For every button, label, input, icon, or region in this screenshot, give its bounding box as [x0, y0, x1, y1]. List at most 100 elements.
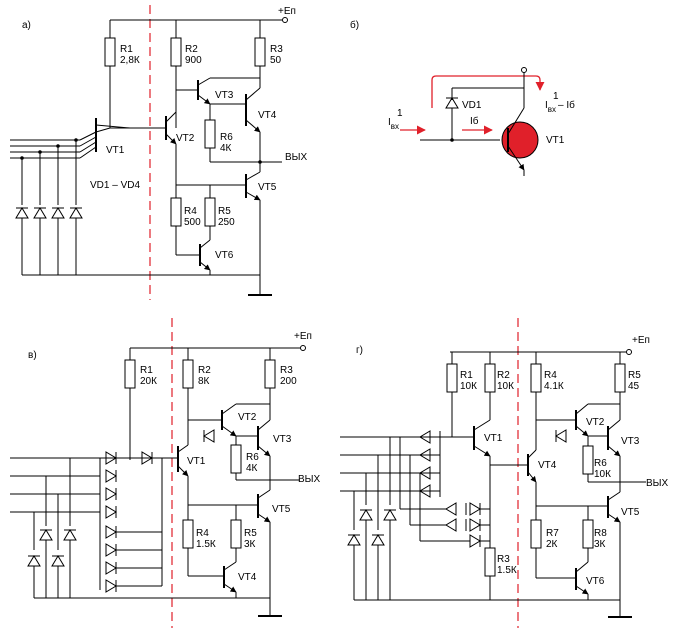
- vt1-transistor: [501, 121, 539, 159]
- vt4-label: VT4: [258, 110, 277, 121]
- r6-value: 4К: [246, 463, 258, 474]
- input-diode-network: [340, 430, 491, 600]
- current-out-label: Iвх– Iб: [545, 99, 575, 114]
- vt6-label: VT6: [586, 576, 605, 587]
- resistor-r3: [254, 37, 266, 67]
- panel-c-label: в): [28, 350, 37, 361]
- r2-name: R2: [497, 370, 510, 381]
- panel-d-label: г): [356, 345, 363, 356]
- resistor-r5: [230, 519, 242, 549]
- panel-a: а) +Еп R1 2,8К R2 900 R3 50: [10, 5, 308, 300]
- vt2-label: VT2: [586, 417, 605, 428]
- series-diode: [141, 451, 153, 465]
- vt5-label: VT5: [621, 507, 640, 518]
- resistor-r8: [582, 519, 594, 549]
- r4-name: R4: [184, 206, 197, 217]
- vt3-label: VT3: [273, 434, 292, 445]
- r5-value: 3К: [244, 539, 256, 550]
- vt5-label: VT5: [272, 504, 291, 515]
- r6-name: R6: [594, 458, 607, 469]
- vt1-label-b: VT1: [546, 135, 565, 146]
- r7-value: 2К: [546, 539, 558, 550]
- resistor-r6: [582, 445, 594, 475]
- r5-name: R5: [218, 206, 231, 217]
- schottky-diode: [203, 429, 215, 443]
- panel-c: в) +Еп R1 20К R2 8К R3 200: [10, 318, 321, 628]
- r2-value: 10К: [497, 381, 514, 392]
- r5-value: 45: [628, 381, 640, 392]
- resistor-r6: [204, 119, 216, 149]
- vt6-label: VT6: [215, 250, 234, 261]
- resistor-r4: [182, 519, 194, 549]
- resistor-r2: [170, 37, 182, 67]
- resistor-r1: [124, 359, 136, 389]
- vt4-label: VT4: [238, 572, 257, 583]
- r5-name: R5: [244, 528, 257, 539]
- resistor-r7: [530, 519, 542, 549]
- diodes-label: VD1 – VD4: [90, 180, 140, 191]
- r3-value: 50: [270, 55, 282, 66]
- vt1-label: VT1: [187, 456, 206, 467]
- diode-array: [15, 138, 83, 275]
- r1-name: R1: [120, 44, 133, 55]
- resistor-r1: [104, 37, 116, 67]
- output-label: ВЫХ: [298, 474, 321, 485]
- r3-name: R3: [270, 44, 283, 55]
- current-in-sup: 1: [397, 108, 403, 119]
- vt2-label: VT2: [176, 133, 195, 144]
- vt4-label: VT4: [538, 460, 557, 471]
- resistor-r6: [230, 444, 242, 474]
- r4-name: R4: [544, 370, 557, 381]
- r4-value: 1.5К: [196, 539, 216, 550]
- r4-name: R4: [196, 528, 209, 539]
- panel-b: б) VD1 Iвх 1 Iб VT1 Iвх– Iб 1: [350, 19, 575, 176]
- supply-label: +Еп: [294, 331, 312, 342]
- r6-value: 10К: [594, 469, 611, 480]
- current-out-sup: 1: [553, 91, 559, 102]
- r3-value: 200: [280, 376, 297, 387]
- supply-terminal: [282, 17, 288, 23]
- vt5-label: VT5: [258, 182, 277, 193]
- vt2-label: VT2: [238, 412, 257, 423]
- resistor-r1: [446, 363, 458, 393]
- schottky-diode: [555, 429, 567, 443]
- r8-name: R8: [594, 528, 607, 539]
- resistor-r5: [614, 363, 626, 393]
- r1-value: 2,8К: [120, 55, 140, 66]
- vt3-label: VT3: [215, 90, 234, 101]
- r4-value: 4.1К: [544, 381, 564, 392]
- resistor-r2: [484, 363, 496, 393]
- output-label: ВЫХ: [285, 152, 308, 163]
- r1-name: R1: [140, 365, 153, 376]
- panel-d: г) +Еп R1 10К R2 10К R4 4.1К R5 45: [340, 318, 669, 628]
- r8-value: 3К: [594, 539, 606, 550]
- r3-name: R3: [280, 365, 293, 376]
- resistor-r4: [530, 363, 542, 393]
- supply-label: +Еп: [632, 335, 650, 346]
- panel-a-label: а): [22, 20, 31, 31]
- r2-value: 900: [185, 55, 202, 66]
- r4-value: 500: [184, 217, 201, 228]
- current-in-label: Iвх: [388, 117, 399, 131]
- resistor-r3: [264, 359, 276, 389]
- r2-value: 8К: [198, 376, 210, 387]
- vt1-label: VT1: [106, 145, 125, 156]
- resistor-r4: [170, 197, 182, 227]
- resistor-r5: [204, 197, 216, 227]
- r3-value: 1.5К: [497, 565, 517, 576]
- r2-name: R2: [185, 44, 198, 55]
- r1-name: R1: [460, 370, 473, 381]
- vt1-label: VT1: [484, 433, 503, 444]
- supply-label: +Еп: [278, 6, 296, 17]
- vd1-label: VD1: [462, 100, 482, 111]
- vt3-label: VT3: [621, 436, 640, 447]
- r6-name: R6: [246, 452, 259, 463]
- r5-value: 250: [218, 217, 235, 228]
- resistor-r2: [182, 359, 194, 389]
- r6-name: R6: [220, 132, 233, 143]
- input-diode-network: [10, 451, 163, 598]
- r5-name: R5: [628, 370, 641, 381]
- r1-value: 10К: [460, 381, 477, 392]
- panel-b-label: б): [350, 19, 359, 31]
